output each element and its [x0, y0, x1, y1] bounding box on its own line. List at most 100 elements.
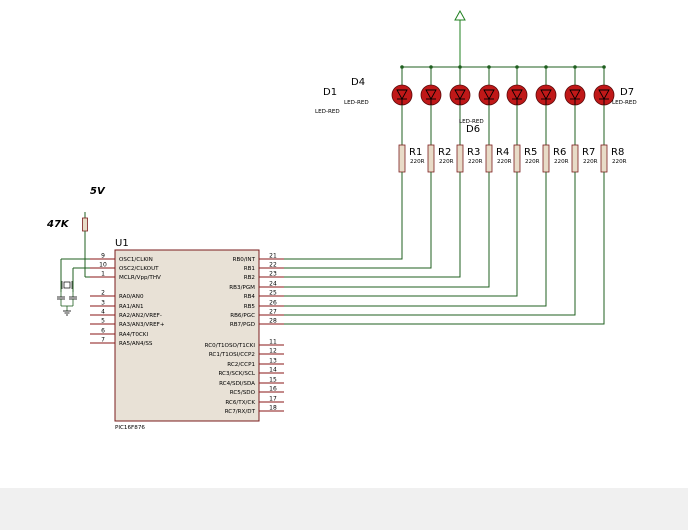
led-6 — [535, 65, 557, 145]
rb-wire-0 — [276, 176, 403, 260]
svg-text:RB6/PGC: RB6/PGC — [230, 313, 255, 319]
pullup-value: 47K — [46, 219, 70, 230]
svg-text:7: 7 — [101, 337, 105, 344]
svg-text:13: 13 — [269, 358, 277, 365]
led-4 — [478, 65, 500, 145]
svg-text:OSC2/CLKOUT: OSC2/CLKOUT — [119, 266, 159, 272]
svg-text:27: 27 — [269, 309, 277, 316]
svg-text:12: 12 — [269, 348, 277, 355]
svg-text:RB0/INT: RB0/INT — [233, 257, 256, 263]
rb-wires — [276, 176, 605, 325]
svg-text:14: 14 — [269, 367, 277, 374]
resistor-ref: R5 — [524, 147, 537, 158]
svg-text:RA2/AN2/VREF-: RA2/AN2/VREF- — [119, 313, 162, 319]
resistor-ref: R2 — [438, 147, 451, 158]
svg-text:5: 5 — [101, 318, 105, 325]
svg-text:22: 22 — [269, 262, 277, 269]
svg-text:1: 1 — [101, 271, 105, 278]
led-ref-d6: D6 — [466, 124, 480, 135]
resistor-ref: R8 — [611, 147, 624, 158]
rb-wire-5 — [276, 176, 547, 307]
svg-text:RA1/AN1: RA1/AN1 — [119, 304, 144, 310]
mcu-part: PIC16F876 — [115, 425, 145, 431]
resistor-value: 220R — [468, 159, 483, 165]
led-type-d1: LED-RED — [315, 109, 340, 115]
svg-text:RA5/AN4/SS: RA5/AN4/SS — [119, 341, 153, 347]
resistor-value: 220R — [612, 159, 627, 165]
svg-text:9: 9 — [101, 253, 105, 260]
resistor-value: 220R — [410, 159, 425, 165]
svg-text:10: 10 — [99, 262, 107, 269]
led-ref-d4: D4 — [351, 77, 365, 88]
svg-text:RC4/SDI/SDA: RC4/SDI/SDA — [219, 381, 255, 387]
svg-text:18: 18 — [269, 405, 277, 412]
svg-text:RC5/SDO: RC5/SDO — [230, 390, 256, 396]
schematic-diagram: R1220RR2220RR3220RR4220RR5220RR6220RR722… — [46, 9, 637, 431]
rb-wire-1 — [276, 176, 432, 269]
svg-text:4: 4 — [101, 309, 105, 316]
led-type-d7: LED-RED — [612, 100, 637, 106]
resistor-ref: R1 — [409, 147, 422, 158]
resistor-ref: R4 — [496, 147, 509, 158]
svg-text:RC1/T1OSI/CCP2: RC1/T1OSI/CCP2 — [209, 352, 255, 358]
resistor-ref: R3 — [467, 147, 480, 158]
svg-text:11: 11 — [269, 339, 277, 346]
svg-text:RB5: RB5 — [244, 304, 256, 310]
svg-text:RB1: RB1 — [244, 266, 256, 272]
svg-text:RC7/RX/DT: RC7/RX/DT — [225, 409, 256, 415]
mcu-left-pins: 9OSC1/CLKIN10OSC2/CLKOUT1MCLR/Vpp/THV2RA… — [90, 253, 165, 347]
rb-wire-7 — [276, 176, 605, 325]
mcu-ref: U1 — [115, 238, 129, 249]
rb-wire-3 — [276, 176, 490, 288]
resistor-value: 220R — [525, 159, 540, 165]
svg-text:17: 17 — [269, 396, 277, 403]
svg-text:RA3/AN3/VREF+: RA3/AN3/VREF+ — [119, 322, 165, 328]
svg-text:RB3/PGM: RB3/PGM — [229, 285, 255, 291]
resistor-value: 220R — [439, 159, 454, 165]
led-7 — [564, 65, 586, 145]
power-terminal — [402, 9, 604, 68]
svg-text:15: 15 — [269, 377, 277, 384]
svg-text:25: 25 — [269, 290, 277, 297]
svg-text:RA4/T0CKI: RA4/T0CKI — [119, 332, 148, 338]
svg-text:RB2: RB2 — [244, 275, 255, 281]
led-1 — [391, 65, 413, 145]
mcu-right-pins: 21RB0/INT22RB123RB224RB3/PGM25RB426RB527… — [205, 253, 284, 415]
svg-text:28: 28 — [269, 318, 277, 325]
svg-text:RC2/CCP1: RC2/CCP1 — [227, 362, 255, 368]
resistor-array: R1220RR2220RR3220RR4220RR5220RR6220RR722… — [398, 144, 627, 176]
svg-text:RC6/TX/CK: RC6/TX/CK — [225, 400, 255, 406]
led-type-d6: LED-RED — [459, 119, 484, 125]
led-array — [391, 65, 615, 145]
svg-text:16: 16 — [269, 386, 277, 393]
svg-text:24: 24 — [269, 281, 277, 288]
resistor-value: 220R — [554, 159, 569, 165]
svg-text:RC3/SCK/SCL: RC3/SCK/SCL — [218, 371, 255, 377]
svg-text:6: 6 — [101, 328, 105, 335]
svg-text:RB7/PGD: RB7/PGD — [230, 322, 255, 328]
